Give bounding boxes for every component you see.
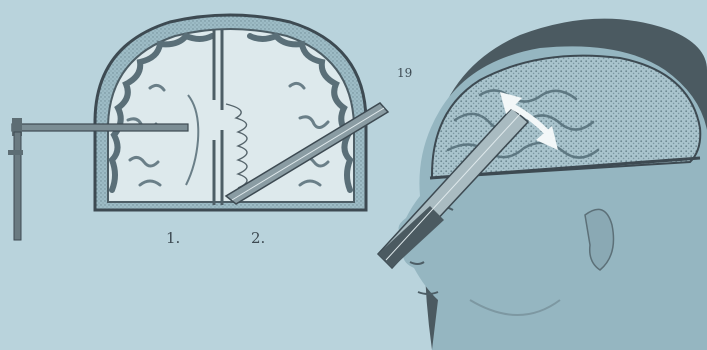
section-label-2: 2. <box>251 229 265 247</box>
head-profile-illustration <box>378 19 707 350</box>
brain-tissue <box>108 29 354 202</box>
section-label-1: 1. <box>166 229 180 247</box>
figure-number: 19 <box>397 66 412 80</box>
brain-cross-section-illustration <box>8 15 388 240</box>
